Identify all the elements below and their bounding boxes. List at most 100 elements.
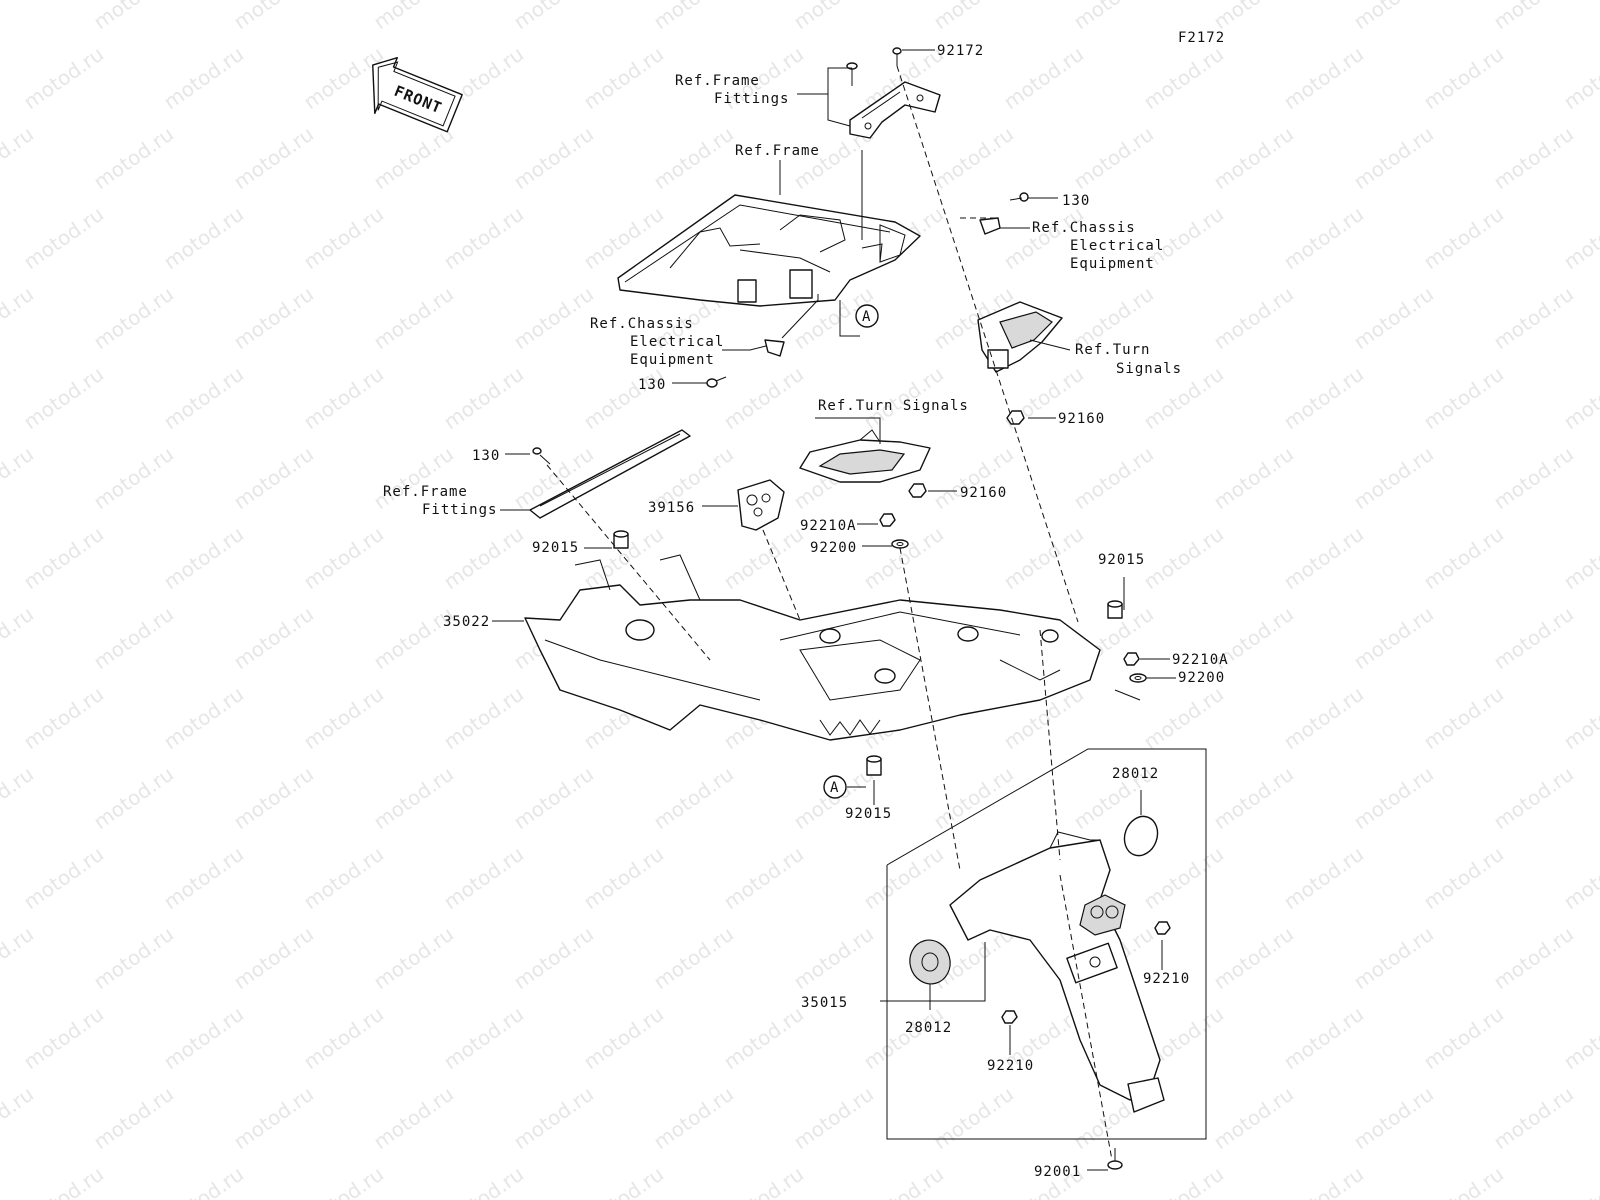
svg-text:Equipment: Equipment (1070, 256, 1155, 272)
watermark-text: motod.ru (89, 602, 178, 674)
watermark-text: motod.ru (1139, 682, 1228, 754)
watermark-text: motod.ru (1419, 42, 1508, 114)
assembly-guides (546, 65, 1113, 1161)
watermark-text: motod.ru (1489, 282, 1578, 354)
watermark-text: motod.ru (1279, 42, 1368, 114)
watermark-text: motod.ru (0, 0, 38, 34)
svg-text:Electrical: Electrical (1070, 238, 1164, 254)
watermark-text: motod.ru (89, 442, 178, 514)
watermark-text: motod.ru (1279, 1002, 1368, 1074)
label-92001: 92001 (1034, 1164, 1081, 1180)
watermark-text: motod.ru (649, 1082, 738, 1154)
watermark-text: motod.ru (159, 42, 248, 114)
watermark-text: motod.ru (789, 1082, 878, 1154)
watermark-text: motod.ru (1419, 842, 1508, 914)
rubber-pad (737, 479, 785, 531)
watermark-text: motod.ru (159, 1162, 248, 1200)
callout-a-bottom: A (823, 775, 847, 799)
watermark-text: motod.ru (0, 122, 38, 194)
watermark-text: motod.ru (509, 1082, 598, 1154)
watermark-text: motod.ru (299, 1002, 388, 1074)
watermark-text: motod.ru (159, 362, 248, 434)
watermark-text: motod.ru (1209, 762, 1298, 834)
label-130: 130 (638, 377, 666, 393)
bolt-icon (1009, 192, 1029, 202)
watermark-text: motod.ru (439, 682, 528, 754)
watermark-text: motod.ru (719, 1162, 808, 1200)
watermark-text: motod.ru (1349, 762, 1438, 834)
watermark-text: motod.ru (19, 682, 108, 754)
watermark-text: motod.ru (1209, 122, 1298, 194)
watermark-text: motod.ru (439, 362, 528, 434)
label-35022: 35022 (443, 614, 490, 630)
svg-text:A: A (830, 780, 839, 796)
label-92015: 92015 (845, 806, 892, 822)
label-28012: 28012 (1112, 766, 1159, 782)
watermark-text: motod.ru (509, 0, 598, 34)
watermark-text: motod.ru (299, 362, 388, 434)
watermark-text: motod.ru (89, 0, 178, 34)
watermark-text: motod.ru (439, 202, 528, 274)
watermark-text: motod.ru (369, 122, 458, 194)
watermark-text: motod.ru (1209, 282, 1298, 354)
watermark-text: motod.ru (0, 602, 38, 674)
watermark-text: motod.ru (1209, 442, 1298, 514)
watermark-text: motod.ru (159, 522, 248, 594)
watermark-text: motod.ru (159, 682, 248, 754)
part-labels: 92172 Ref.Frame Fittings Ref.Frame 130 R… (383, 43, 1228, 1180)
license-bracket (949, 831, 1165, 1113)
watermark-text: motod.ru (509, 762, 598, 834)
watermark-text: motod.ru (439, 1162, 528, 1200)
reflector-icon (1123, 815, 1159, 857)
watermark-text: motod.ru (719, 362, 808, 434)
watermark-text: motod.ru (0, 442, 38, 514)
watermark-text: motod.ru (89, 922, 178, 994)
watermark-text: motod.ru (1349, 922, 1438, 994)
watermark-text: motod.ru (579, 1002, 668, 1074)
wiring-clip-icon (979, 217, 1001, 235)
watermark-text: motod.ru (1279, 1162, 1368, 1200)
turn-signal-center (799, 429, 931, 483)
watermark-text: motod.ru (1139, 42, 1228, 114)
watermark-text: motod.ru (19, 522, 108, 594)
label-ref-frame-fittings: Ref.Frame (383, 484, 468, 500)
collar-icon (866, 755, 882, 776)
watermark-text: motod.ru (1489, 122, 1578, 194)
watermark-text: motod.ru (299, 842, 388, 914)
watermark-text: motod.ru (999, 522, 1088, 594)
watermark-text: motod.ru (369, 1082, 458, 1154)
watermark-text: motod.ru (859, 842, 948, 914)
watermark-text: motod.ru (0, 1082, 38, 1154)
watermark-text: motod.ru (1489, 922, 1578, 994)
watermark-text: motod.ru (299, 202, 388, 274)
watermark-text: motod.ru (579, 1162, 668, 1200)
rear-fender-main (524, 554, 1101, 741)
watermark-text: motod.ru (579, 42, 668, 114)
label-ref-chassis: Ref.Chassis (1032, 220, 1136, 236)
watermark-text: motod.ru (369, 0, 458, 34)
label-92160: 92160 (1058, 411, 1105, 427)
watermark-text: motod.ru (1489, 1082, 1578, 1154)
watermark-text: motod.ru (1349, 282, 1438, 354)
nut-icon (1123, 652, 1140, 666)
nut-icon (908, 483, 927, 498)
trim-strip (529, 429, 691, 519)
watermark-text: motod.ru (229, 602, 318, 674)
watermark-text: motod.ru (1419, 522, 1508, 594)
label-92015: 92015 (532, 540, 579, 556)
collar-icon (613, 530, 629, 549)
watermark-text: motod.ru (1559, 1162, 1600, 1200)
watermark-text: motod.ru (19, 1162, 108, 1200)
watermark-text: motod.ru (0, 282, 38, 354)
watermark-text: motod.ru (19, 1002, 108, 1074)
watermark-text: motod.ru (369, 922, 458, 994)
watermark-text: motod.ru (439, 1002, 528, 1074)
watermark-text: motod.ru (1489, 0, 1578, 34)
watermark-text: motod.ru (649, 922, 738, 994)
label-ref-turn-signals: Ref.Turn Signals (818, 398, 969, 414)
watermark-text: motod.ru (719, 1002, 808, 1074)
watermark-text: motod.ru (0, 762, 38, 834)
watermark-text: motod.ru (439, 842, 528, 914)
svg-text:Equipment: Equipment (630, 352, 715, 368)
watermark-text: motod.ru (1559, 682, 1600, 754)
